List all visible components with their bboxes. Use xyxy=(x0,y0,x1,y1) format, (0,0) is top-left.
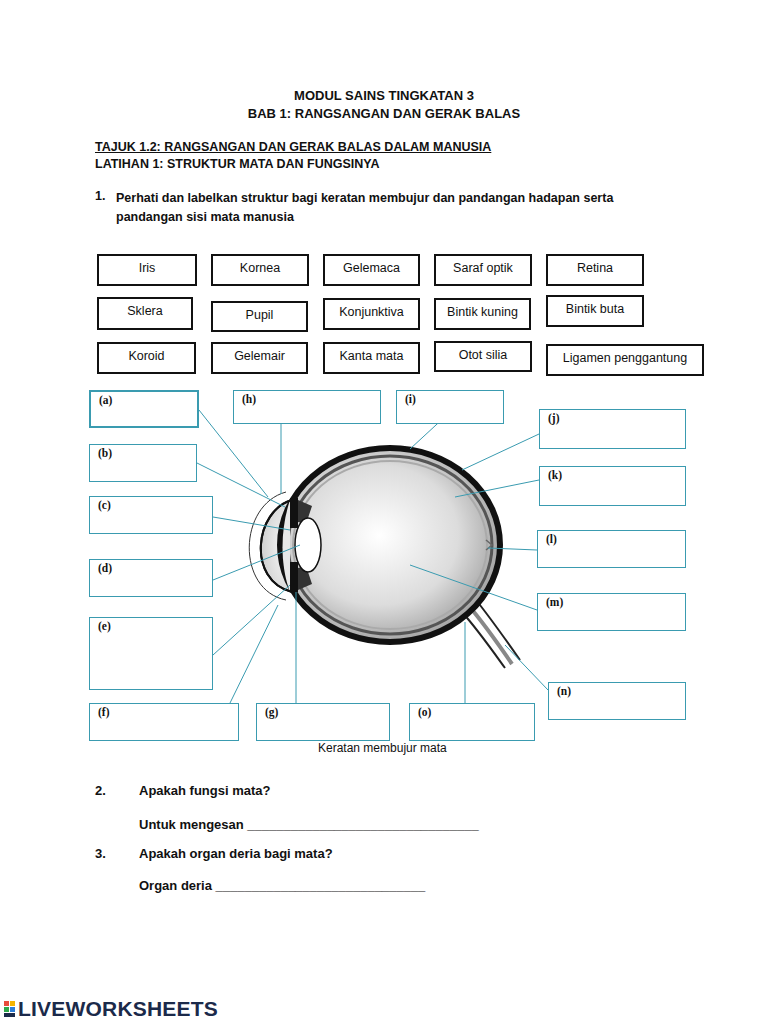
callout-letter: (h) xyxy=(242,393,256,405)
topic-heading: TAJUK 1.2: RANGSANGAN DAN GERAK BALAS DA… xyxy=(95,140,695,154)
question-text: Perhati dan labelkan struktur bagi kerat… xyxy=(116,189,676,227)
callout-letter: (m) xyxy=(546,596,563,608)
answer-box: (a) xyxy=(89,390,199,428)
answer-line: Untuk mengesan _________________________… xyxy=(139,817,639,832)
callout-letter: (o) xyxy=(418,706,431,718)
callout-letter: (j) xyxy=(548,412,560,424)
word-box: Gelemaca xyxy=(323,254,420,286)
watermark: LIVEWORKSHEETS xyxy=(18,997,278,1021)
word-box: Iris xyxy=(97,254,197,286)
word-box: Kanta mata xyxy=(323,342,420,374)
question-number: 1. xyxy=(95,189,115,203)
answer-box: (m) xyxy=(537,593,686,631)
word-box: Bintik kuning xyxy=(434,298,531,330)
caption: Keratan membujur mata xyxy=(318,741,447,755)
word-box: Otot silia xyxy=(434,341,532,372)
word-box: Konjunktiva xyxy=(323,298,420,330)
word-box: Kornea xyxy=(211,254,309,286)
callout-letter: (n) xyxy=(557,685,571,697)
word-text: Sklera xyxy=(127,304,162,318)
word-text: Otot silia xyxy=(459,348,508,362)
word-text: Kanta mata xyxy=(340,349,404,363)
callout-letter: (a) xyxy=(99,394,112,406)
word-box: Sklera xyxy=(97,297,193,330)
word-box: Koroid xyxy=(97,342,196,374)
answer-box: (e) xyxy=(89,617,213,690)
word-text: Saraf optik xyxy=(453,261,513,275)
logo-icon xyxy=(4,1001,15,1017)
exercise-heading: LATIHAN 1: STRUKTUR MATA DAN FUNGSINYA xyxy=(95,157,695,171)
callout-letter: (b) xyxy=(98,447,112,459)
question-number: 3. xyxy=(95,846,125,861)
answer-box: (f) xyxy=(89,703,239,741)
callout-letter: (i) xyxy=(405,393,416,405)
word-box: Retina xyxy=(546,254,644,286)
callout-letter: (k) xyxy=(548,469,562,481)
word-box: Ligamen penggantung xyxy=(546,344,704,376)
word-text: Ligamen penggantung xyxy=(563,351,687,365)
title: MODUL SAINS TINGKATAN 3 xyxy=(0,88,768,103)
word-text: Gelemair xyxy=(234,349,285,363)
word-box: Saraf optik xyxy=(434,254,532,286)
word-text: Retina xyxy=(577,261,613,275)
question-text: Apakah fungsi mata? xyxy=(139,783,639,798)
answer-box: (h) xyxy=(233,390,381,424)
callout-letter: (l) xyxy=(546,533,557,545)
answer-box: (d) xyxy=(89,559,213,597)
word-text: Bintik kuning xyxy=(447,305,518,319)
callout-letter: (f) xyxy=(98,706,110,718)
callout-letter: (d) xyxy=(98,562,112,574)
word-text: Koroid xyxy=(128,349,164,363)
question-text: Apakah organ deria bagi mata? xyxy=(139,846,639,861)
answer-box: (k) xyxy=(539,466,686,506)
callout-letter: (c) xyxy=(98,499,111,511)
answer-box: (g) xyxy=(256,703,390,741)
word-text: Pupil xyxy=(246,308,274,322)
answer-box: (c) xyxy=(89,496,213,534)
word-box: Gelemair xyxy=(211,342,308,374)
answer-box: (j) xyxy=(539,409,686,449)
word-text: Gelemaca xyxy=(343,261,400,275)
word-text: Bintik buta xyxy=(566,302,624,316)
word-text: Konjunktiva xyxy=(339,305,404,319)
callout-letter: (e) xyxy=(98,620,111,632)
answer-box: (n) xyxy=(548,682,686,720)
word-text: Iris xyxy=(139,261,156,275)
answer-box: (b) xyxy=(89,444,197,482)
word-box: Bintik buta xyxy=(546,295,644,327)
question-number: 2. xyxy=(95,783,125,798)
answer-box: (o) xyxy=(409,703,535,741)
answer-box: (l) xyxy=(537,530,686,568)
heading: BAB 1: RANGSANGAN DAN GERAK BALAS xyxy=(0,106,768,121)
word-text: Kornea xyxy=(240,261,280,275)
word-box: Pupil xyxy=(211,301,308,332)
answer-box: (i) xyxy=(396,390,504,424)
callout-letter: (g) xyxy=(265,706,278,718)
answer-line: Organ deria ____________________________… xyxy=(139,878,639,893)
